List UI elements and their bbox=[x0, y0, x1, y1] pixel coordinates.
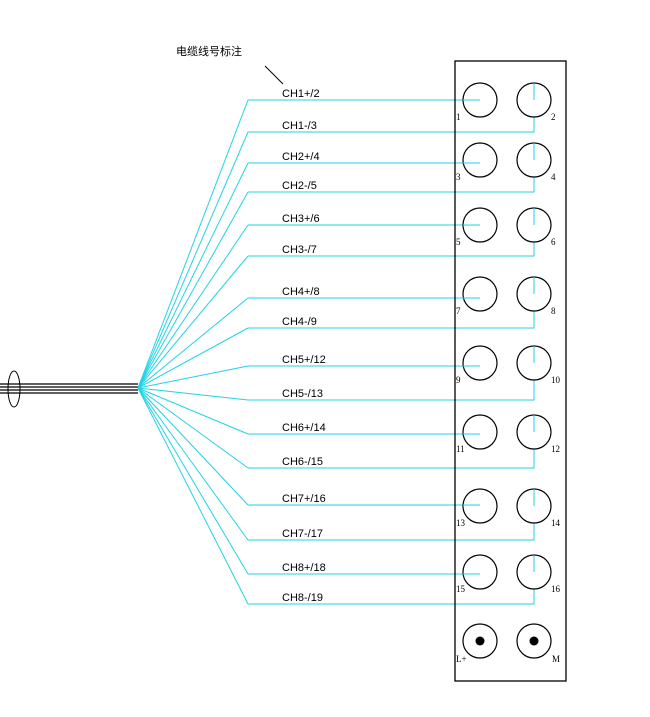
wire-fan-7 bbox=[137, 297, 249, 389]
terminal-7 bbox=[462, 276, 498, 312]
wire-label: CH3-/7 bbox=[282, 244, 317, 256]
cable-sleeve bbox=[7, 370, 21, 408]
wire-fan-10 bbox=[137, 387, 249, 401]
wire-label: CH6-/15 bbox=[282, 456, 323, 468]
terminal-number: 7 bbox=[456, 306, 461, 316]
wire-label: CH8-/19 bbox=[282, 592, 323, 604]
terminal-number: 8 bbox=[551, 306, 556, 316]
wire-fan-4 bbox=[137, 191, 249, 389]
wire-fan-2 bbox=[137, 131, 249, 389]
wire-label: CH7+/16 bbox=[282, 493, 326, 505]
annotation-leader-line bbox=[264, 65, 284, 85]
wire-label: CH5+/12 bbox=[282, 354, 326, 366]
terminal-number: 6 bbox=[551, 237, 556, 247]
terminal-number: 12 bbox=[551, 444, 560, 454]
wire-label: CH1-/3 bbox=[282, 120, 317, 132]
wire-fan-13 bbox=[137, 387, 249, 506]
terminal-number: 5 bbox=[456, 237, 461, 247]
terminal-block-frame bbox=[454, 60, 567, 682]
power-terminal-label: L+ bbox=[456, 654, 467, 664]
terminal-number: 14 bbox=[551, 518, 561, 528]
wire-fan-1 bbox=[137, 99, 249, 389]
terminal-number: 2 bbox=[551, 112, 556, 122]
wire-label: CH2-/5 bbox=[282, 180, 317, 192]
terminal-m-dot bbox=[529, 636, 539, 646]
terminal-11 bbox=[462, 414, 498, 450]
wires-layer bbox=[137, 99, 535, 605]
terminal-l-plus-dot bbox=[475, 636, 485, 646]
wire-fan-8 bbox=[137, 327, 249, 389]
terminal-number: 9 bbox=[456, 375, 461, 385]
terminal-block bbox=[454, 60, 567, 682]
wire-label: CH1+/2 bbox=[282, 88, 320, 100]
cable-layer bbox=[0, 370, 138, 408]
wire-fan-5 bbox=[137, 224, 249, 389]
terminal-number: 15 bbox=[456, 584, 466, 594]
terminal-number: 10 bbox=[551, 375, 561, 385]
cable-label-annotation: 电缆线号标注 bbox=[176, 44, 242, 58]
wire-fan-6 bbox=[137, 255, 249, 389]
wire-fan-16 bbox=[137, 387, 249, 605]
wire-fan-9 bbox=[137, 365, 249, 389]
wire-label: CH8+/18 bbox=[282, 562, 326, 574]
terminal-13 bbox=[462, 488, 498, 524]
terminal-number: 3 bbox=[456, 172, 461, 182]
terminal-number: 4 bbox=[551, 172, 556, 182]
labels-layer: CH1+/2CH1-/3CH2+/4CH2-/5CH3+/6CH3-/7CH4+… bbox=[176, 44, 561, 664]
wire-label: CH4+/8 bbox=[282, 286, 320, 298]
wire-label: CH5-/13 bbox=[282, 388, 323, 400]
wire-label: CH3+/6 bbox=[282, 213, 320, 225]
terminal-number: 13 bbox=[456, 518, 466, 528]
terminal-9 bbox=[462, 345, 498, 381]
terminal-number: 1 bbox=[456, 112, 461, 122]
wire-fan-12 bbox=[137, 387, 249, 469]
terminal-3 bbox=[462, 142, 498, 178]
wire-label: CH7-/17 bbox=[282, 528, 323, 540]
terminal-15 bbox=[462, 554, 498, 590]
wire-label: CH6+/14 bbox=[282, 422, 326, 434]
power-terminal-label: M bbox=[552, 654, 560, 664]
wire-fan-15 bbox=[137, 387, 249, 575]
wire-fan-3 bbox=[137, 162, 249, 389]
wire-label: CH4-/9 bbox=[282, 316, 317, 328]
wire-label: CH2+/4 bbox=[282, 151, 320, 163]
wire-fan-14 bbox=[137, 387, 249, 541]
wire-fan-11 bbox=[137, 387, 249, 435]
terminal-number: 11 bbox=[456, 444, 465, 454]
terminal-number: 16 bbox=[551, 584, 561, 594]
